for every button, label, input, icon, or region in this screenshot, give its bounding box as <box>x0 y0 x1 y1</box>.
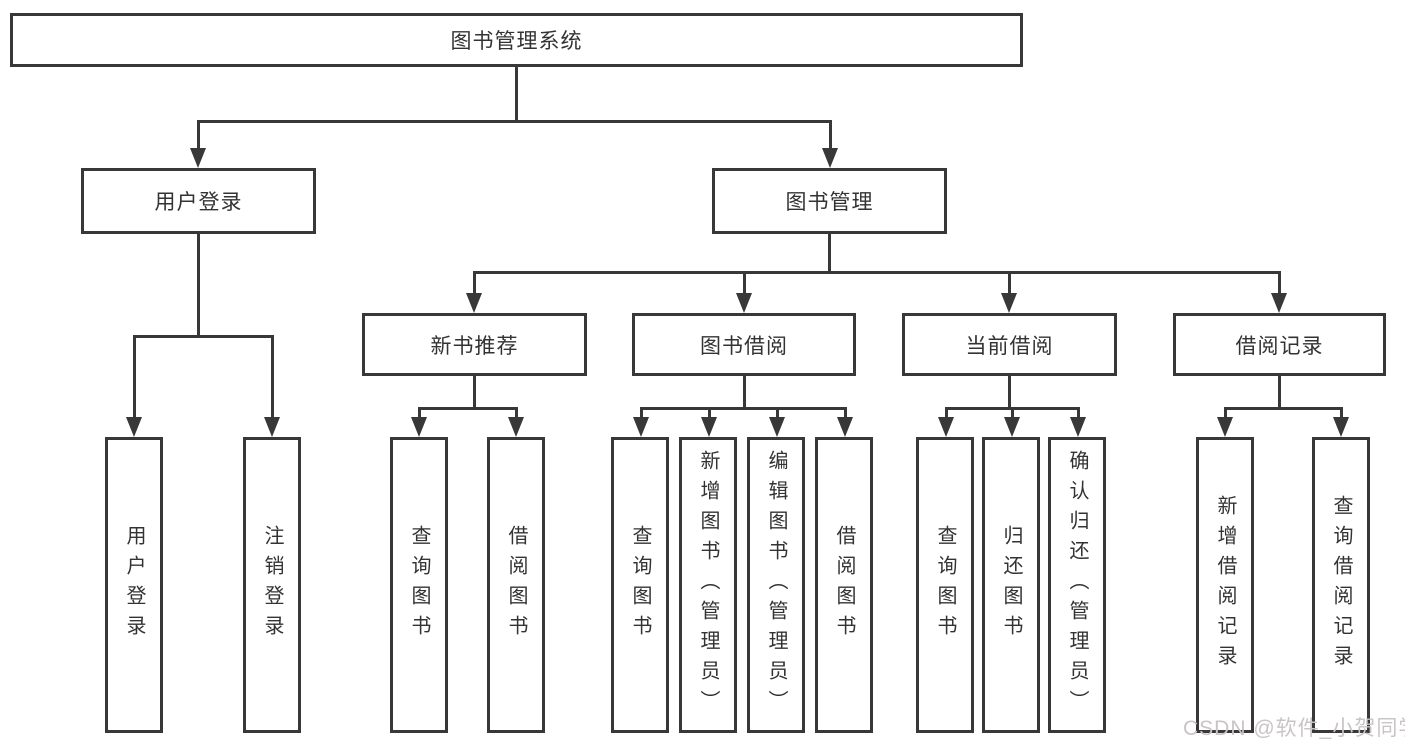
leaf-borrow-add-admin-label: 新增图书（管理员） <box>697 450 719 720</box>
leaf-borrow-book-label: 借阅图书 <box>833 525 855 645</box>
leaf-record-query-label: 查询借阅记录 <box>1330 495 1352 675</box>
arrowhead-g-current-3 <box>1070 417 1086 437</box>
node-user-login: 用户登录 <box>81 168 316 234</box>
connector-book-mgmt-drop <box>829 120 832 152</box>
arrowhead-g-borrow-2 <box>701 417 717 437</box>
leaf-user-login-label: 用户登录 <box>123 525 145 645</box>
leaf-borrow-query: 查询图书 <box>611 437 669 733</box>
connector-user-login-stub <box>197 234 200 338</box>
leaf-logout-label: 注销登录 <box>261 525 283 645</box>
connector-g-record-stub <box>1278 376 1281 410</box>
connector-book-mgmt-stub <box>828 234 831 274</box>
node-user-login-label: 用户登录 <box>154 191 243 214</box>
node-root: 图书管理系统 <box>10 13 1023 67</box>
leaf-borrow-query-label: 查询图书 <box>629 525 651 645</box>
leaf-newbook-borrow: 借阅图书 <box>487 437 545 733</box>
leaf-user-login: 用户登录 <box>105 437 163 733</box>
node-new-book-recommend: 新书推荐 <box>362 313 587 376</box>
connector-g-newbook-rail <box>418 407 518 410</box>
connector-borrow-record-drop <box>1278 271 1281 299</box>
connector-g-borrow-rail <box>640 407 847 410</box>
connector-new-book-drop <box>473 271 476 299</box>
leaf-borrow-book: 借阅图书 <box>815 437 873 733</box>
arrowhead-book-borrow <box>736 293 752 313</box>
arrowhead-g-record-1 <box>1217 417 1233 437</box>
leaf-current-query-label: 查询图书 <box>934 525 956 645</box>
arrowhead-book-mgmt <box>822 148 838 168</box>
connector-leaf-login-drop <box>133 335 136 421</box>
arrowhead-current-borrow <box>1001 293 1017 313</box>
leaf-logout: 注销登录 <box>243 437 301 733</box>
leaf-current-confirm-admin-label: 确认归还（管理员） <box>1066 450 1088 720</box>
arrowhead-leaf-logout <box>264 417 280 437</box>
leaf-record-add: 新增借阅记录 <box>1196 437 1254 733</box>
arrowhead-g-borrow-3 <box>769 417 785 437</box>
connector-g-current-stub <box>1008 376 1011 410</box>
arrowhead-g-newbook-1 <box>411 417 427 437</box>
connector-g-record-rail <box>1224 407 1342 410</box>
node-book-borrowing-label: 图书借阅 <box>700 334 788 358</box>
connector-book-borrow-drop <box>743 271 746 299</box>
node-root-label: 图书管理系统 <box>450 30 583 53</box>
node-book-management: 图书管理 <box>712 168 947 234</box>
leaf-borrow-edit-admin: 编辑图书（管理员） <box>747 437 805 733</box>
connector-level3-rail <box>473 271 1281 274</box>
arrowhead-g-current-1 <box>938 417 954 437</box>
connector-g-borrow-stub <box>743 376 746 410</box>
leaf-borrow-add-admin: 新增图书（管理员） <box>679 437 737 733</box>
leaf-record-add-label: 新增借阅记录 <box>1214 495 1236 675</box>
connector-root-stub <box>515 67 518 123</box>
arrowhead-g-newbook-2 <box>508 417 524 437</box>
leaf-current-return-label: 归还图书 <box>1000 525 1022 645</box>
leaf-current-confirm-admin: 确认归还（管理员） <box>1048 437 1106 733</box>
arrowhead-g-record-2 <box>1333 417 1349 437</box>
arrowhead-g-current-2 <box>1004 417 1020 437</box>
arrowhead-leaf-login <box>126 417 142 437</box>
leaf-record-query: 查询借阅记录 <box>1312 437 1370 733</box>
connector-leaf-logout-drop <box>271 335 274 421</box>
arrowhead-g-borrow-4 <box>837 417 853 437</box>
arrowhead-borrow-record <box>1271 293 1287 313</box>
arrowhead-user-login <box>190 148 206 168</box>
connector-current-borrow-drop <box>1008 271 1011 299</box>
node-book-borrowing: 图书借阅 <box>632 313 856 376</box>
leaf-current-return: 归还图书 <box>982 437 1040 733</box>
leaf-current-query: 查询图书 <box>916 437 974 733</box>
node-current-borrowing-label: 当前借阅 <box>965 334 1054 358</box>
leaf-newbook-borrow-label: 借阅图书 <box>505 525 527 645</box>
arrowhead-g-borrow-1 <box>633 417 649 437</box>
connector-user-login-drop <box>197 120 200 152</box>
node-new-book-recommend-label: 新书推荐 <box>430 334 519 358</box>
csdn-watermark: CSDN @软件_小贺同学 <box>1183 717 1405 740</box>
node-borrowing-records: 借阅记录 <box>1173 313 1386 376</box>
connector-g-newbook-stub <box>473 376 476 410</box>
leaf-borrow-edit-admin-label: 编辑图书（管理员） <box>765 450 787 720</box>
connector-user-login-rail <box>133 335 274 338</box>
arrowhead-new-book <box>466 293 482 313</box>
leaf-newbook-query: 查询图书 <box>390 437 448 733</box>
node-current-borrowing: 当前借阅 <box>902 313 1117 376</box>
node-borrowing-records-label: 借阅记录 <box>1235 334 1324 358</box>
connector-level2-rail <box>197 120 831 123</box>
leaf-newbook-query-label: 查询图书 <box>408 525 430 645</box>
node-book-management-label: 图书管理 <box>785 191 874 214</box>
